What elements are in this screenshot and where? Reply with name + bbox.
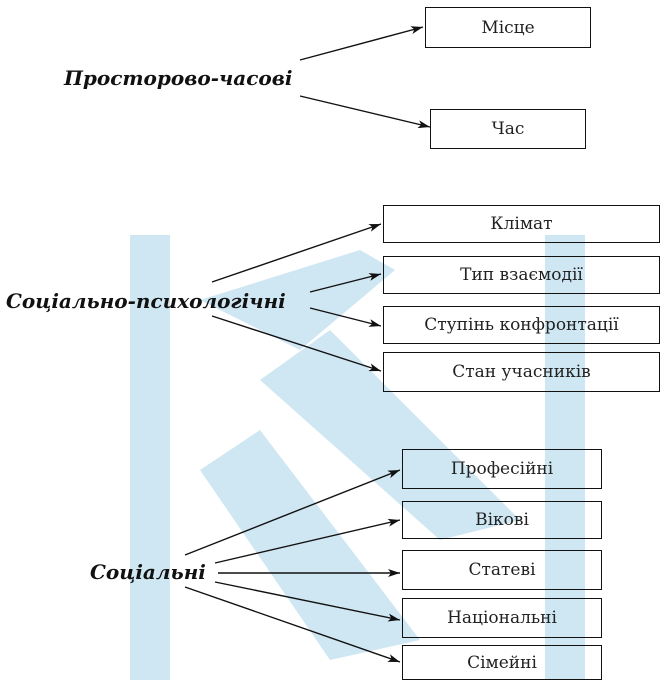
item-box-family: Сімейні bbox=[402, 645, 602, 680]
arrow-group2-item1 bbox=[211, 223, 382, 283]
item-box-time: Час bbox=[430, 109, 586, 149]
arrow-group1-item1 bbox=[299, 26, 424, 61]
item-box-climate: Клімат bbox=[383, 205, 660, 243]
item-box-age: Вікові bbox=[402, 501, 602, 539]
item-box-national: Національні bbox=[402, 598, 602, 638]
arrow-group2-item2 bbox=[309, 273, 382, 293]
item-box-place: Місце bbox=[425, 7, 591, 48]
item-box-participants-state: Стан учасників bbox=[383, 352, 660, 392]
item-box-interaction-type: Тип взаємодії bbox=[383, 256, 660, 294]
arrow-group1-item2 bbox=[299, 95, 431, 129]
category-label-sociopsychological: Соціально-психологічні bbox=[6, 289, 286, 313]
item-box-professional: Професійні bbox=[402, 449, 602, 489]
category-label-social: Соціальні bbox=[90, 560, 206, 584]
arrow-group2-item3 bbox=[309, 307, 382, 327]
item-box-gender: Статеві bbox=[402, 550, 602, 590]
arrow-group3-item1 bbox=[184, 469, 401, 556]
item-box-confrontation-level: Ступінь конфронтації bbox=[383, 306, 660, 344]
arrow-group3-item4 bbox=[214, 581, 401, 622]
arrow-group3-item2 bbox=[214, 518, 401, 564]
arrow-group3-item5 bbox=[184, 586, 401, 663]
category-label-spatiotemporal: Просторово-часові bbox=[64, 66, 293, 90]
arrow-group2-item4 bbox=[211, 315, 382, 372]
